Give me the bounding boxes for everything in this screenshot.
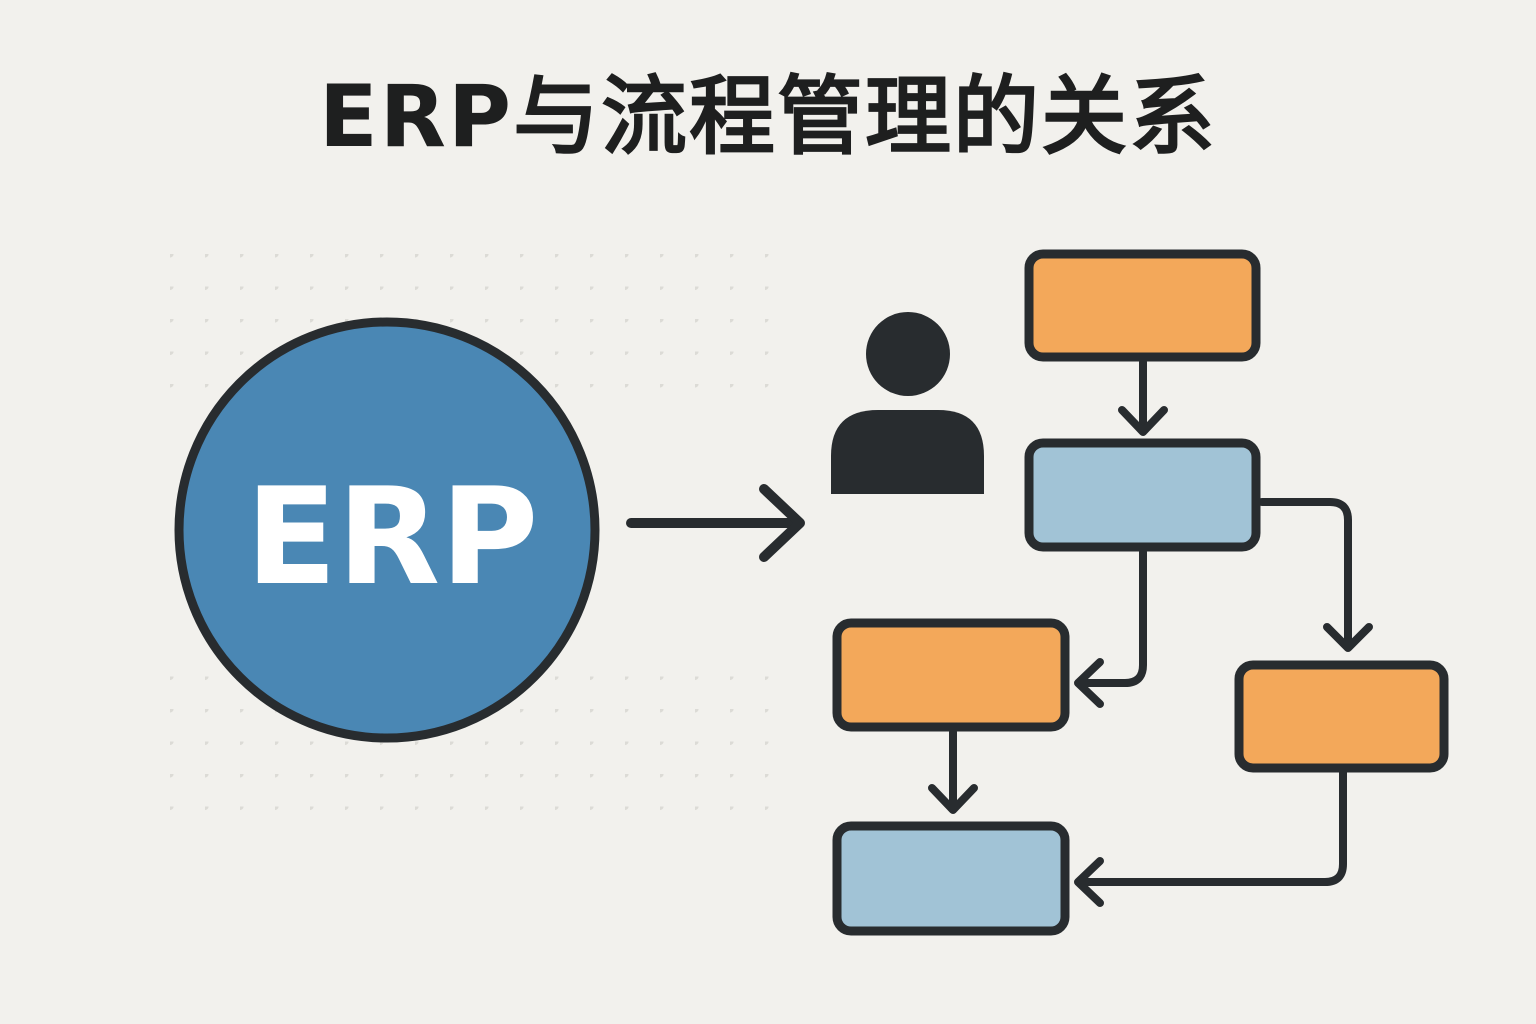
flow-box-4: [1234, 660, 1449, 773]
flow-connectors: [928, 358, 1373, 907]
flow-box-5: [832, 821, 1070, 936]
erp-label: ERP: [246, 459, 539, 615]
arrowhead-4-5: [1074, 857, 1104, 907]
arrow-right-icon: [626, 484, 805, 562]
page-title: ERP与流程管理的关系: [319, 67, 1217, 167]
erp-circle: ERP: [174, 317, 600, 743]
flowchart-boxes: [832, 249, 1449, 936]
flow-box-3: [832, 618, 1070, 732]
arrowhead-3-5: [928, 784, 978, 814]
arrowhead-1-2: [1118, 406, 1168, 436]
connector-2-3: [1076, 548, 1147, 687]
connector-2-4: [1258, 498, 1352, 650]
user-icon: [831, 312, 984, 494]
flow-box-1: [1024, 249, 1261, 362]
flow-box-2: [1024, 438, 1261, 552]
arrowhead-2-4: [1323, 623, 1373, 652]
arrowhead-2-3: [1074, 658, 1104, 708]
connector-4-5: [1076, 768, 1347, 886]
